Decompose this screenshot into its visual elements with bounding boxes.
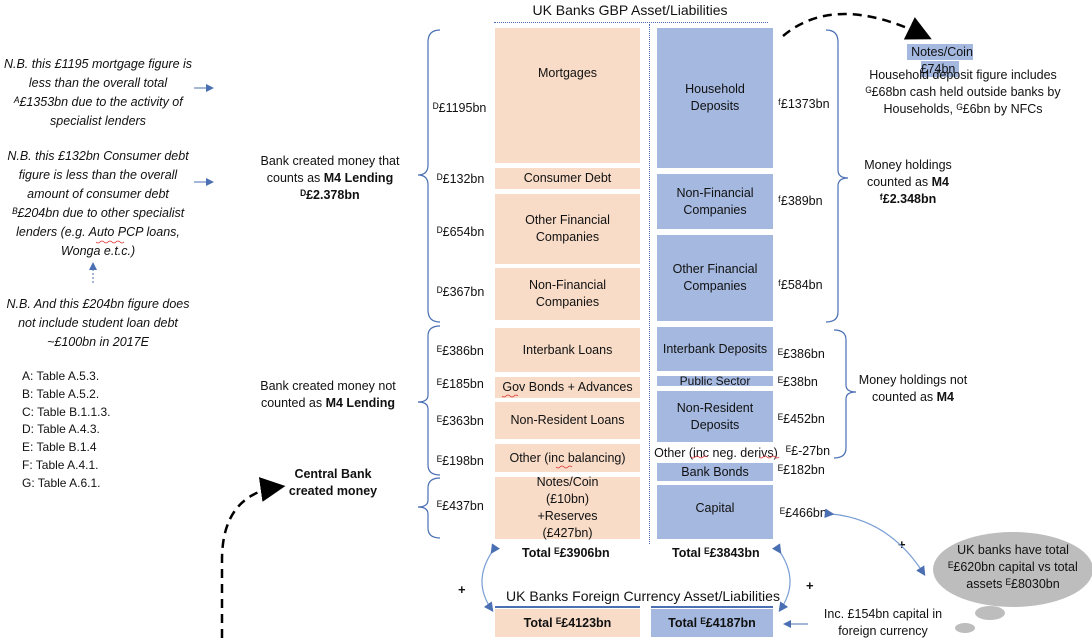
liability-value: ᴱ£386bn: [778, 347, 825, 361]
asset-value: ᴰ£367bn: [437, 285, 485, 299]
liabilities-total: Total ᴱ£3843bn: [672, 546, 760, 560]
liability-value: ᶠ£584bn: [778, 278, 823, 292]
fx-capital-note: Inc. £154bn capital in foreign currency: [823, 607, 943, 638]
fx-title: UK Banks Foreign Currency Asset/Liabilit…: [506, 588, 780, 604]
central-bank-money-label: Central Bank created money: [288, 467, 378, 498]
central-bank-dashed-arrow: [220, 477, 286, 638]
liability-value: ᶠ£389bn: [778, 194, 823, 208]
liability-public-sector: Public Sector: [657, 374, 773, 388]
asset-other: Other (inc balancing): [495, 444, 640, 472]
asset-value: ᴱ£386bn: [437, 344, 484, 358]
cloud-bubble-small: [955, 623, 975, 633]
liability-other-financial: Other Financial Companies: [657, 235, 773, 321]
liability-non-resident-deposits: Non-Resident Deposits: [657, 391, 773, 442]
column-divider: [649, 24, 650, 544]
liability-value: ᶠ£1373bn: [778, 97, 830, 111]
source-item: A: Table A.5.3.: [22, 369, 100, 383]
source-item: G: Table A.6.1.: [22, 475, 101, 490]
fx-asset-link: [481, 543, 500, 612]
not-m4-lending-label: Bank created money not counted as M4 Len…: [260, 379, 396, 410]
fx-liabilities-total: Total ᴱ£4187bn: [651, 609, 773, 637]
asset-value: ᴰ£1195bn: [433, 101, 487, 115]
brace-m4-holdings: [825, 29, 849, 323]
capital-thought-cloud: [933, 532, 1092, 607]
asset-interbank-loans: Interbank Loans: [495, 328, 640, 372]
page-title: UK Banks GBP Asset/Liabilities: [532, 2, 728, 18]
asset-value: ᴱ£363bn: [437, 414, 484, 428]
sources-list: A: Table A.5.3. B: Table A.5.2. C: Table…: [22, 368, 111, 493]
source-item: E: Table B.1.4: [22, 440, 97, 455]
liability-value: ᴱ£-27bn: [786, 444, 831, 458]
source-item: F: Table A.4.1.: [22, 457, 99, 472]
asset-value: ᴰ£132bn: [437, 172, 485, 186]
mortgage-note: N.B. this £1195 mortgage figure is less …: [3, 57, 193, 128]
household-cash-note: Household deposit figure includes ᴳ£68bn…: [865, 68, 1061, 116]
asset-value: ᴱ£185bn: [437, 377, 484, 391]
source-item: D: Table A.4.3.: [22, 422, 100, 437]
liability-capital: Capital: [657, 485, 773, 539]
liability-non-financial: Non-Financial Companies: [657, 174, 773, 229]
asset-notes-reserves: Notes/Coin (£10bn) +Reserves (£427bn): [495, 475, 640, 540]
plus-sign: +: [806, 578, 814, 593]
liability-bank-bonds: Bank Bonds: [657, 463, 773, 481]
asset-other-financial: Other Financial Companies: [495, 194, 640, 264]
notes-coin-box: Notes/Coin £74bn: [890, 44, 990, 78]
liability-value: ᴱ£452bn: [778, 412, 825, 426]
asset-value: ᴱ£437bn: [437, 499, 484, 513]
m4-lending-label: Bank created money that counts as M4 Len…: [260, 154, 400, 202]
not-m4-holdings-label: Money holdings not counted as M4: [858, 373, 968, 404]
cloud-bubble-large: [975, 606, 1005, 620]
title-dotted-rule: [494, 22, 768, 23]
source-item: C: Table B.1.1.3.: [22, 404, 111, 419]
asset-consumer-debt: Consumer Debt: [495, 168, 640, 189]
student-loan-note: N.B. And this £204bn figure does not inc…: [6, 297, 190, 349]
liability-interbank-deposits: Interbank Deposits: [657, 327, 773, 371]
fx-title-rule-right: [651, 606, 773, 608]
liability-household-deposits: Household Deposits: [657, 28, 773, 168]
asset-gov-bonds: Gov Bonds + Advances: [495, 377, 640, 398]
asset-non-resident-loans: Non-Resident Loans: [495, 402, 640, 439]
liability-value: ᴱ£182bn: [778, 463, 825, 477]
capital-cloud-link: [824, 508, 926, 577]
plus-sign: +: [898, 537, 906, 552]
capital-cloud-text: UK banks have total ᴱ£620bn capital vs t…: [948, 543, 1078, 591]
asset-non-financial: Non-Financial Companies: [495, 268, 640, 320]
m4-holdings-label: Money holdings counted as M4 ᶠ£2.348bn: [864, 158, 952, 206]
fx-title-rule-left: [495, 606, 640, 608]
asset-value: ᴰ£654bn: [437, 225, 485, 239]
fx-assets-total: Total ᴱ£4123bn: [495, 609, 640, 637]
cash-dashed-arrow: [782, 12, 932, 40]
plus-sign: +: [458, 582, 466, 597]
asset-mortgages: Mortgages: [495, 28, 640, 163]
source-item: B: Table A.5.2.: [22, 386, 100, 401]
liability-value: ᴱ£466bn: [780, 506, 827, 520]
liability-other: Other (inc neg. derivs): [654, 445, 778, 460]
liability-value: ᴱ£38bn: [778, 375, 818, 389]
assets-total: Total ᴱ£3906bn: [522, 546, 610, 560]
asset-value: ᴱ£198bn: [437, 454, 484, 468]
consumer-debt-note: N.B. this £132bn Consumer debt figure is…: [7, 149, 189, 258]
